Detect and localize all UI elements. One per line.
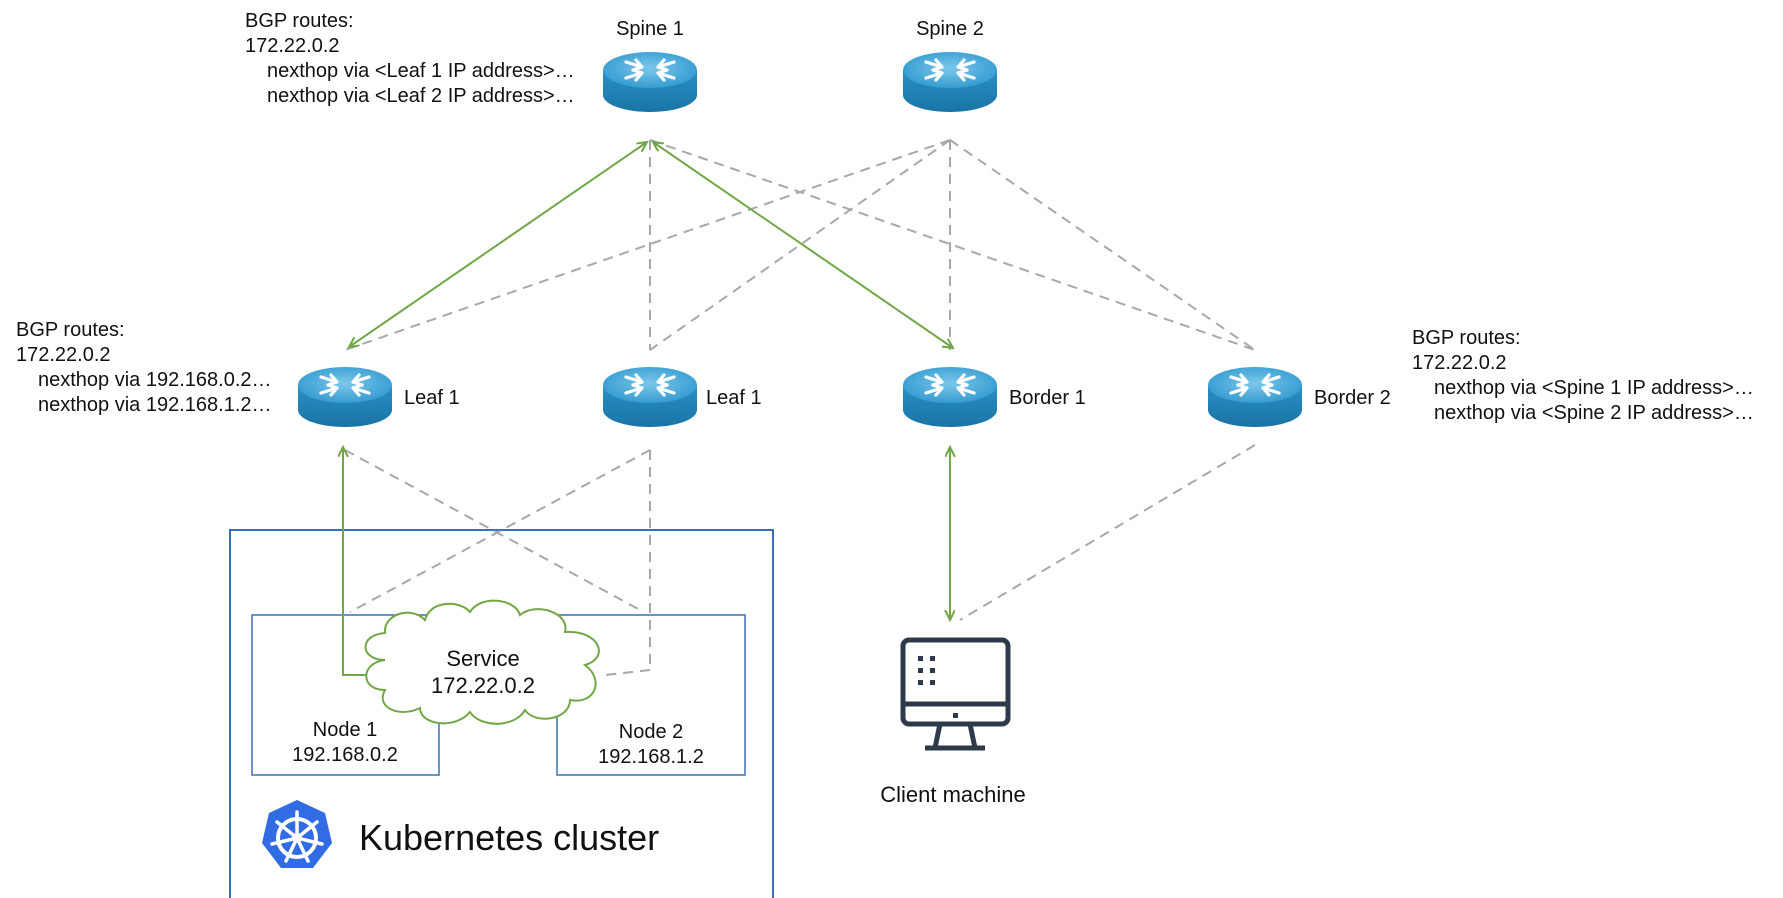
- border-1-label: Border 1: [1009, 387, 1086, 409]
- leaf-1-label: Leaf 1: [404, 387, 460, 409]
- router-icon: [901, 365, 999, 429]
- router-icon: [1206, 365, 1304, 429]
- cloud-icon: [364, 599, 600, 725]
- bgp-nexthop: nexthop via <Leaf 2 IP address>…: [267, 85, 575, 107]
- router-icon: [901, 50, 999, 114]
- bgp-prefix: 172.22.0.2: [1412, 352, 1507, 374]
- service-name: Service: [446, 646, 520, 671]
- node-1-name: Node 1: [312, 719, 378, 741]
- inactive-links: [344, 139, 1256, 676]
- service-label: Service 172.22.0.2: [431, 645, 535, 699]
- kubernetes-cluster-frame: [229, 529, 774, 898]
- node-2-name: Node 2: [618, 721, 684, 743]
- bgp-nexthop: nexthop via <Leaf 1 IP address>…: [267, 60, 575, 82]
- node-1-label: Node 1 192.168.0.2: [292, 718, 398, 768]
- monitor-icon: [900, 637, 1011, 751]
- router-icon: [296, 365, 394, 429]
- bgp-title: BGP routes:: [16, 319, 125, 341]
- monitor-led-dots: [918, 656, 958, 718]
- bgp-nexthop: nexthop via 192.168.0.2…: [38, 369, 272, 391]
- spine-bgp-routes: BGP routes: 172.22.0.2 nexthop via <Leaf…: [245, 9, 575, 109]
- border-bgp-routes: BGP routes: 172.22.0.2 nexthop via <Spin…: [1412, 326, 1754, 426]
- kubernetes-logo-icon: [262, 800, 332, 868]
- node-1-ip: 192.168.0.2: [292, 744, 398, 766]
- leaf-2-label: Leaf 1: [706, 387, 762, 409]
- node-2-ip: 192.168.1.2: [598, 746, 704, 768]
- client-machine-label: Client machine: [880, 782, 1026, 807]
- spine-2-label: Spine 2: [916, 18, 984, 40]
- node-2-label: Node 2 192.168.1.2: [598, 720, 704, 770]
- bgp-title: BGP routes:: [245, 10, 354, 32]
- bgp-prefix: 172.22.0.2: [16, 344, 111, 366]
- kubernetes-cluster-title: Kubernetes cluster: [359, 817, 660, 858]
- router-icon: [601, 50, 699, 114]
- bgp-title: BGP routes:: [1412, 327, 1521, 349]
- bgp-nexthop: nexthop via <Spine 1 IP address>…: [1434, 377, 1754, 399]
- router-icon: [601, 365, 699, 429]
- border-2-label: Border 2: [1314, 387, 1391, 409]
- bgp-nexthop: nexthop via 192.168.1.2…: [38, 394, 272, 416]
- spine-1-label: Spine 1: [616, 18, 684, 40]
- leaf-bgp-routes: BGP routes: 172.22.0.2 nexthop via 192.1…: [16, 318, 272, 418]
- service-ip: 172.22.0.2: [431, 673, 535, 698]
- bgp-prefix: 172.22.0.2: [245, 35, 340, 57]
- bgp-nexthop: nexthop via <Spine 2 IP address>…: [1434, 402, 1754, 424]
